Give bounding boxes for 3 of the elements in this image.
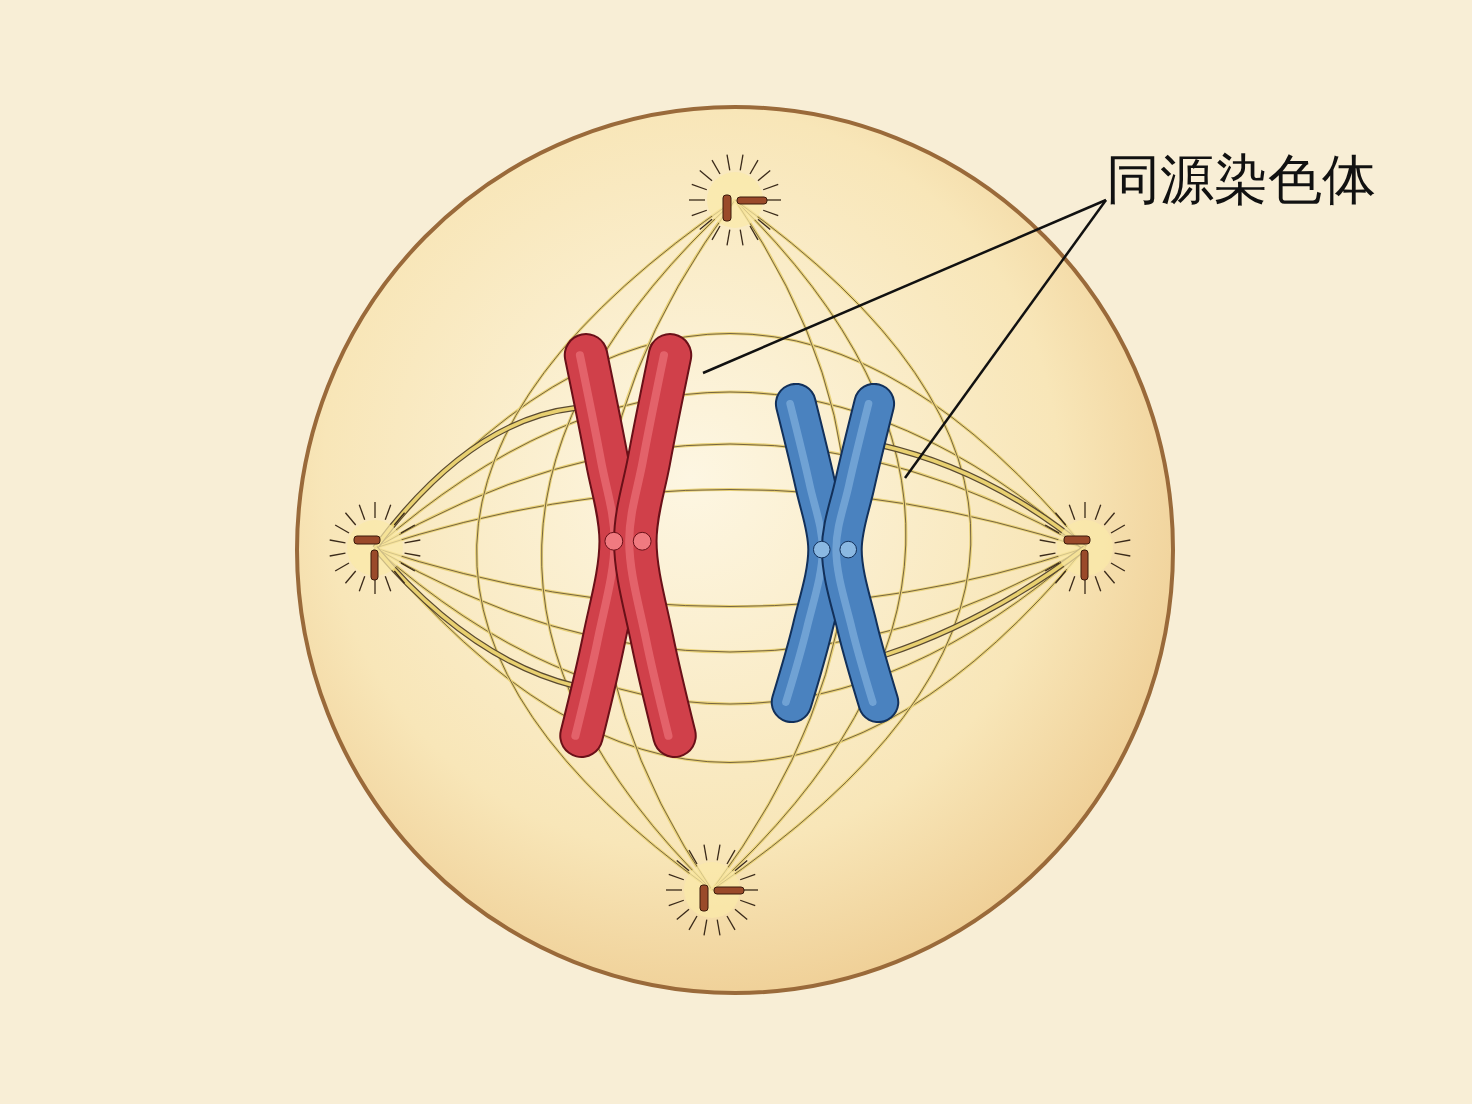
leader-line: [702, 198, 1107, 375]
callout-label: 同源染色体: [1106, 150, 1377, 210]
leader-line: [904, 199, 1107, 479]
